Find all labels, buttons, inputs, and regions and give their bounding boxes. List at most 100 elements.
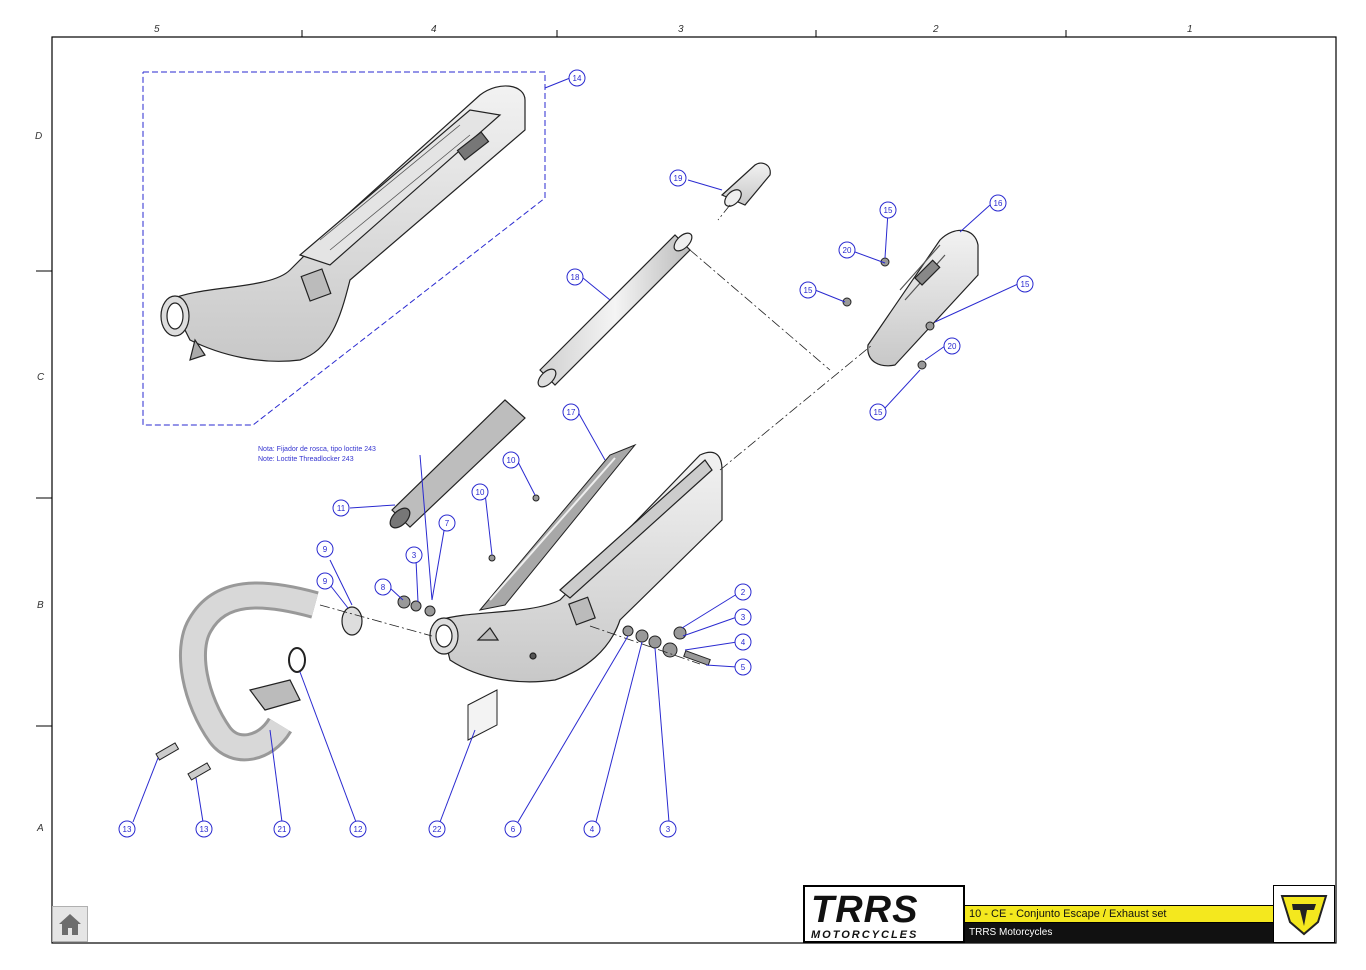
callout-number: 14	[573, 74, 582, 83]
callout-circle	[659, 820, 677, 838]
callout-7[interactable]: 7	[438, 514, 456, 532]
callout-20[interactable]: 20	[838, 241, 856, 259]
callout-16[interactable]: 16	[989, 194, 1007, 212]
callout-circle	[583, 820, 601, 838]
note-line-en: Note: Loctite Threadlocker 243	[258, 456, 354, 463]
callout-3[interactable]: 3	[659, 820, 677, 838]
callout-10[interactable]: 10	[471, 483, 489, 501]
callout-number: 9	[323, 577, 328, 586]
callout-13[interactable]: 13	[118, 820, 136, 838]
callout-6[interactable]: 6	[504, 820, 522, 838]
callout-15[interactable]: 15	[1016, 275, 1034, 293]
grid-row-c: C	[37, 372, 45, 383]
callout-number: 10	[476, 488, 485, 497]
callout-8[interactable]: 8	[374, 578, 392, 596]
callout-circle	[428, 820, 446, 838]
trrs-mark-icon	[1273, 885, 1335, 943]
callout-4[interactable]: 4	[734, 633, 752, 651]
callout-9[interactable]: 9	[316, 540, 334, 558]
callout-number: 13	[123, 825, 132, 834]
callout-number: 7	[445, 519, 450, 528]
callout-circle	[195, 820, 213, 838]
callout-circle	[734, 583, 752, 601]
callout-15[interactable]: 15	[869, 403, 887, 421]
callout-number: 12	[354, 825, 363, 834]
threadlocker-note: Nota: Fijador de rosca, tipo loctite 243…	[258, 445, 376, 465]
callout-22[interactable]: 22	[428, 820, 446, 838]
callout-15[interactable]: 15	[799, 281, 817, 299]
callout-number: 9	[323, 545, 328, 554]
callout-number: 21	[278, 825, 287, 834]
grid-row-a: A	[37, 823, 44, 834]
callout-number: 11	[337, 504, 346, 513]
callout-number: 15	[884, 206, 893, 215]
callout-number: 5	[741, 663, 746, 672]
callout-number: 3	[666, 825, 671, 834]
callout-10[interactable]: 10	[502, 451, 520, 469]
sheet-border	[51, 36, 1337, 944]
callout-number: 16	[994, 199, 1003, 208]
callout-17[interactable]: 17	[562, 403, 580, 421]
callout-3[interactable]: 3	[734, 608, 752, 626]
callout-circle	[332, 499, 350, 517]
callout-circle	[316, 572, 334, 590]
callout-circle	[879, 201, 897, 219]
inner-tube-part	[537, 232, 693, 388]
title-block: TRRS MOTORCYCLES 10 - CE - Conjunto Esca…	[803, 885, 1335, 943]
drawing-title: 10 - CE - Conjunto Escape / Exhaust set	[965, 905, 1273, 923]
leader-lines	[132, 77, 1019, 823]
note-line-es: Nota: Fijador de rosca, tipo loctite 243	[258, 446, 376, 453]
callout-circle	[943, 337, 961, 355]
callout-9[interactable]: 9	[316, 572, 334, 590]
callout-number: 15	[804, 286, 813, 295]
callout-number: 19	[674, 174, 683, 183]
callout-circle	[1016, 275, 1034, 293]
callout-bubbles: 14 19 18 16 15 20 15 15 20 15 17 10 10 11 7 3 9 9 8 2 3 4 5 13 1…	[118, 69, 1034, 838]
callout-circle	[799, 281, 817, 299]
callout-circle	[273, 820, 291, 838]
company-name: TRRS Motorcycles	[965, 923, 1273, 943]
grid-col-2: 2	[933, 24, 939, 35]
callout-5[interactable]: 5	[734, 658, 752, 676]
hardware-part	[397, 257, 935, 666]
grid-col-4: 4	[431, 24, 437, 35]
header-pipe-part	[178, 581, 319, 762]
callout-14[interactable]: 14	[568, 69, 586, 87]
home-icon	[59, 914, 81, 935]
callout-18[interactable]: 18	[566, 268, 584, 286]
callout-circle	[566, 268, 584, 286]
callout-19[interactable]: 19	[669, 169, 687, 187]
callout-number: 13	[200, 825, 209, 834]
callout-circle	[405, 546, 423, 564]
callout-number: 15	[874, 408, 883, 417]
callout-13[interactable]: 13	[195, 820, 213, 838]
grid-col-3: 3	[678, 24, 684, 35]
callout-number: 10	[507, 456, 516, 465]
callout-15[interactable]: 15	[879, 201, 897, 219]
grid-row-b: B	[37, 600, 44, 611]
logo-brand: TRRS	[811, 889, 919, 931]
callout-number: 6	[511, 825, 516, 834]
callout-circle	[349, 820, 367, 838]
callout-circle	[669, 169, 687, 187]
callout-circle	[734, 608, 752, 626]
callout-circle	[869, 403, 887, 421]
callout-number: 20	[948, 342, 957, 351]
silencer-assembly-part	[160, 85, 526, 362]
callout-12[interactable]: 12	[349, 820, 367, 838]
callout-circle	[118, 820, 136, 838]
callout-3[interactable]: 3	[405, 546, 423, 564]
bolt-part	[155, 742, 212, 781]
grid-col-1: 1	[1187, 24, 1193, 35]
grid-row-d: D	[35, 131, 43, 142]
callout-4[interactable]: 4	[583, 820, 601, 838]
callout-21[interactable]: 21	[273, 820, 291, 838]
callout-20[interactable]: 20	[943, 337, 961, 355]
callout-2[interactable]: 2	[734, 583, 752, 601]
home-button[interactable]	[52, 906, 88, 942]
callout-number: 20	[843, 246, 852, 255]
label-sticker-part	[467, 689, 498, 741]
callout-circle	[734, 633, 752, 651]
trrs-logo: TRRS MOTORCYCLES	[803, 885, 965, 943]
callout-11[interactable]: 11	[332, 499, 350, 517]
